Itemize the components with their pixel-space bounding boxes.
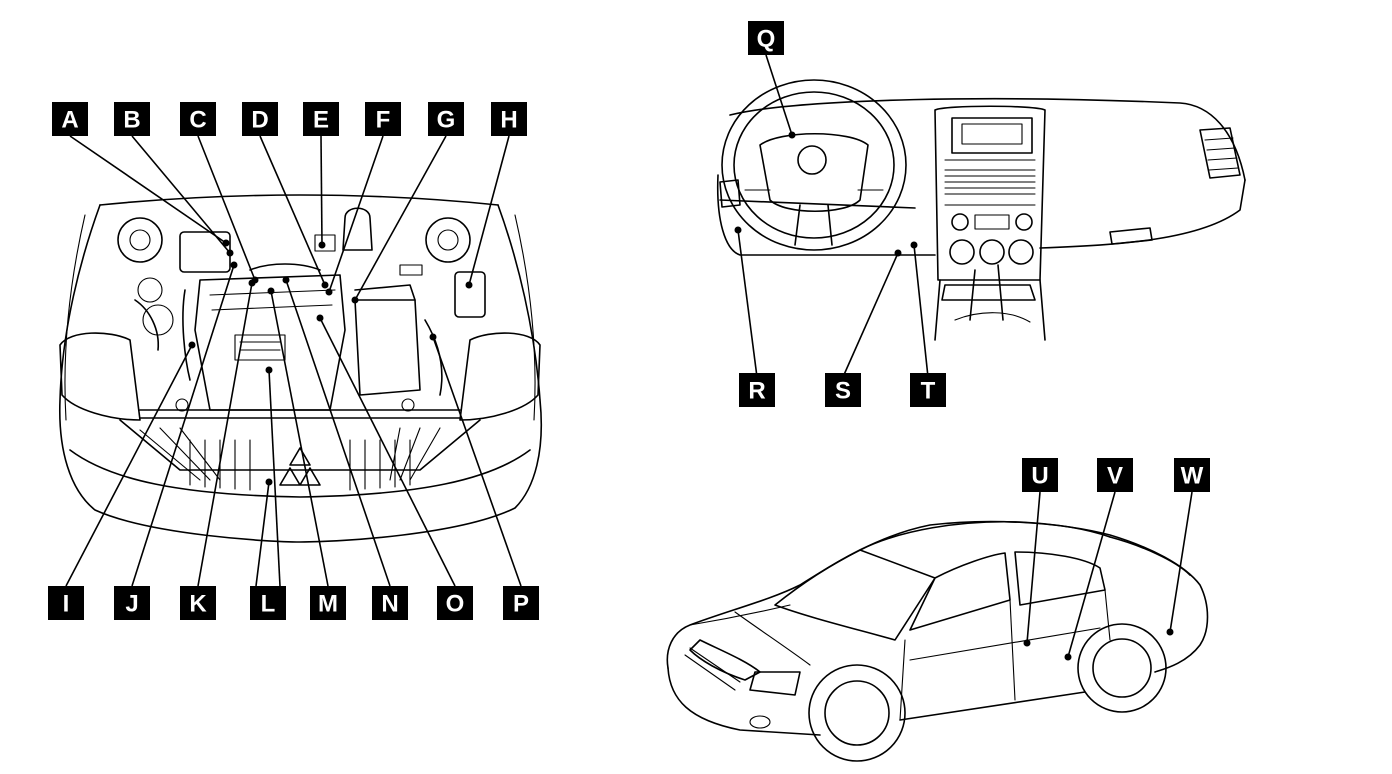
callout-s-label: S xyxy=(835,378,851,405)
callout-f: F xyxy=(365,102,401,136)
callout-m-label: M xyxy=(318,591,338,618)
callout-h-label: H xyxy=(500,107,517,134)
callout-c: C xyxy=(180,102,216,136)
location-dot-e xyxy=(318,241,326,249)
callout-c-label: C xyxy=(189,107,206,134)
location-dot-p xyxy=(429,333,437,341)
location-dot-r xyxy=(734,226,742,234)
location-dot-i xyxy=(188,341,196,349)
location-dot-o xyxy=(316,314,324,322)
car-side-callouts: U V W xyxy=(1022,458,1210,492)
location-dots xyxy=(188,131,1174,661)
location-dot-l1 xyxy=(265,478,273,486)
location-dot-h xyxy=(465,281,473,289)
callout-j-label: J xyxy=(125,591,138,618)
callout-p: P xyxy=(503,586,539,620)
callout-u: U xyxy=(1022,458,1058,492)
location-dot-g xyxy=(351,296,359,304)
callout-p-label: P xyxy=(513,591,529,618)
callout-n: N xyxy=(372,586,408,620)
callout-o-label: O xyxy=(446,591,465,618)
callout-k: K xyxy=(180,586,216,620)
dashboard-callouts: Q R S T xyxy=(739,21,946,407)
location-dot-s xyxy=(894,249,902,257)
engine-bay-illustration xyxy=(58,194,543,543)
callout-e: E xyxy=(303,102,339,136)
callout-f-label: F xyxy=(376,107,391,134)
location-dot-d xyxy=(321,281,329,289)
callout-r: R xyxy=(739,373,775,407)
callout-i-label: I xyxy=(63,591,70,618)
location-dot-u xyxy=(1023,639,1031,647)
callout-e-label: E xyxy=(313,107,329,134)
callout-j: J xyxy=(114,586,150,620)
location-dot-m xyxy=(267,287,275,295)
location-dot-f xyxy=(325,288,333,296)
callout-w-label: W xyxy=(1181,463,1204,490)
engine-bottom-callouts: I J K L M N O P xyxy=(48,586,539,620)
callout-l-label: L xyxy=(261,591,276,618)
callout-a-label: A xyxy=(61,107,78,134)
location-dot-n xyxy=(282,276,290,284)
callout-h: H xyxy=(491,102,527,136)
dashboard-illustration xyxy=(716,79,1246,341)
callout-b: B xyxy=(114,102,150,136)
callout-s: S xyxy=(825,373,861,407)
location-dot-q xyxy=(788,131,796,139)
location-dot-k xyxy=(248,279,256,287)
callout-u-label: U xyxy=(1031,463,1048,490)
callout-g-label: G xyxy=(437,107,456,134)
location-dot-b xyxy=(226,249,234,257)
location-dot-a xyxy=(222,239,230,247)
location-dot-t xyxy=(910,241,918,249)
callout-b-label: B xyxy=(123,107,140,134)
callout-v: V xyxy=(1097,458,1133,492)
callout-q-label: Q xyxy=(757,26,776,53)
engine-top-callouts: A B C D E F G H xyxy=(52,102,527,136)
callout-t: T xyxy=(910,373,946,407)
callout-a: A xyxy=(52,102,88,136)
callout-g: G xyxy=(428,102,464,136)
location-dot-l2 xyxy=(265,366,273,374)
callout-t-label: T xyxy=(921,378,936,405)
callout-v-label: V xyxy=(1107,463,1123,490)
car-side-illustration xyxy=(666,520,1209,762)
callout-k-label: K xyxy=(189,591,207,618)
callout-n-label: N xyxy=(381,591,398,618)
callout-w: W xyxy=(1174,458,1210,492)
callout-m: M xyxy=(310,586,346,620)
callout-l: L xyxy=(250,586,286,620)
callout-q: Q xyxy=(748,21,784,55)
leader-lines xyxy=(65,54,1193,658)
callout-o: O xyxy=(437,586,473,620)
callout-r-label: R xyxy=(748,378,765,405)
location-dot-w xyxy=(1166,628,1174,636)
callout-i: I xyxy=(48,586,84,620)
location-dot-j xyxy=(230,261,238,269)
callout-d: D xyxy=(242,102,278,136)
callout-d-label: D xyxy=(251,107,268,134)
location-dot-v xyxy=(1064,653,1072,661)
